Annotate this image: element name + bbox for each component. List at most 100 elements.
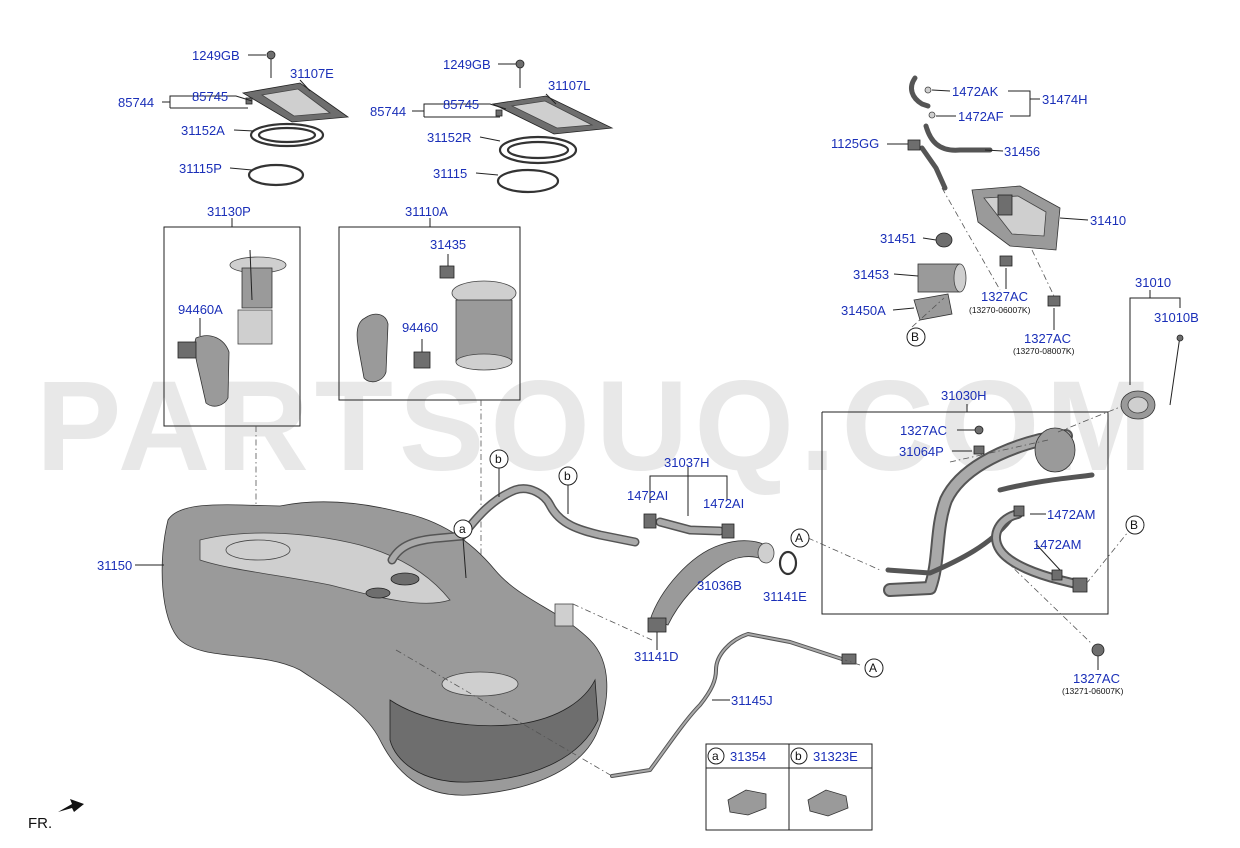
label-31152a[interactable]: 31152A bbox=[181, 123, 225, 138]
pump-box-31110a bbox=[338, 218, 521, 401]
label-31130p[interactable]: 31130P bbox=[207, 204, 251, 219]
filler-neck-head bbox=[1034, 427, 1076, 473]
label-31010b[interactable]: 31010B bbox=[1154, 310, 1199, 325]
label-85745-left[interactable]: 85745 bbox=[192, 89, 228, 104]
label-31010[interactable]: 31010 bbox=[1135, 275, 1171, 290]
valve-31451 bbox=[935, 232, 953, 248]
gasket-31152a bbox=[249, 122, 325, 148]
fuel-cap-31010 bbox=[1120, 290, 1184, 420]
label-1472am-b[interactable]: 1472AM bbox=[1033, 537, 1081, 552]
label-31450a[interactable]: 31450A bbox=[841, 303, 886, 318]
label-31145j[interactable]: 31145J bbox=[731, 693, 773, 708]
cover-assembly-right bbox=[412, 59, 614, 194]
label-85744-right[interactable]: 85744 bbox=[370, 104, 406, 119]
callout-A-2[interactable]: A bbox=[864, 658, 884, 678]
callout-B-2[interactable]: B bbox=[1125, 515, 1145, 535]
label-1249gb-right[interactable]: 1249GB bbox=[443, 57, 491, 72]
label-31141d[interactable]: 31141D bbox=[634, 649, 679, 664]
callout-b-text-2: b bbox=[564, 469, 571, 483]
callout-B-1[interactable]: B bbox=[906, 327, 926, 347]
label-1327ac-a[interactable]: 1327AC bbox=[981, 289, 1028, 304]
filler-hose-31036b bbox=[572, 540, 798, 650]
label-31030h[interactable]: 31030H bbox=[941, 388, 987, 403]
clamp-31141d bbox=[647, 617, 667, 633]
pump-box-31130p bbox=[163, 218, 301, 427]
label-31107e[interactable]: 31107E bbox=[290, 66, 334, 81]
label-85745-right[interactable]: 85745 bbox=[443, 97, 479, 112]
callout-b-2[interactable]: b bbox=[558, 466, 578, 486]
label-85744-left[interactable]: 85744 bbox=[118, 95, 154, 110]
oring-31115p bbox=[247, 163, 305, 187]
callout-A-text: A bbox=[795, 531, 803, 545]
label-31410[interactable]: 31410 bbox=[1090, 213, 1126, 228]
callout-a-1[interactable]: a bbox=[453, 519, 473, 579]
label-1472af[interactable]: 1472AF bbox=[958, 109, 1004, 124]
callout-a-text: a bbox=[459, 522, 466, 536]
label-31115p[interactable]: 31115P bbox=[179, 161, 222, 176]
bracket-31064p bbox=[973, 445, 985, 455]
legend-item-b[interactable]: b 31323E bbox=[790, 747, 858, 817]
hose-31037h bbox=[643, 466, 735, 539]
label-31107l[interactable]: 31107L bbox=[548, 78, 590, 93]
label-31115[interactable]: 31115 bbox=[433, 166, 467, 181]
oring-31115 bbox=[496, 168, 560, 194]
gasket-31152r bbox=[498, 135, 578, 165]
label-1472ak[interactable]: 1472AK bbox=[952, 84, 999, 99]
label-31037h[interactable]: 31037H bbox=[664, 455, 710, 470]
label-31064p[interactable]: 31064P bbox=[899, 444, 944, 459]
legend-item-a[interactable]: a 31354 bbox=[707, 747, 767, 816]
label-1327ac-d[interactable]: 1327AC bbox=[1073, 671, 1120, 686]
clamp-1472ak bbox=[924, 86, 932, 94]
label-31453[interactable]: 31453 bbox=[853, 267, 889, 282]
line-31145j bbox=[395, 632, 857, 778]
filler-neck-box-31030h bbox=[821, 404, 1126, 615]
label-94460a[interactable]: 94460A bbox=[178, 302, 223, 317]
label-1327ac-b-sub: (13270-08007K) bbox=[1013, 346, 1075, 356]
label-31141e[interactable]: 31141E bbox=[763, 589, 807, 604]
label-31110a[interactable]: 31110A bbox=[405, 204, 448, 219]
fuel-tank-31150 bbox=[135, 501, 608, 796]
canister-assembly-31410 bbox=[887, 75, 1089, 330]
label-31474h[interactable]: 31474H bbox=[1042, 92, 1088, 107]
bolt-1249gb-right bbox=[515, 59, 525, 69]
label-31451[interactable]: 31451 bbox=[880, 231, 916, 246]
label-1327ac-b[interactable]: 1327AC bbox=[1024, 331, 1071, 346]
label-31036b[interactable]: 31036B bbox=[697, 578, 742, 593]
label-1472ai-left[interactable]: 1472AI bbox=[627, 488, 668, 503]
label-31456[interactable]: 31456 bbox=[1004, 144, 1040, 159]
legend-part-31354: 31354 bbox=[730, 749, 766, 764]
label-1327ac-a-sub: (13270-06007K) bbox=[969, 305, 1031, 315]
nut-1327ac-d bbox=[1091, 643, 1105, 657]
part-labels: 1249GB 31107E 85744 85745 31152A 31115P … bbox=[97, 48, 1199, 708]
label-31150[interactable]: 31150 bbox=[97, 558, 132, 573]
label-1327ac-c[interactable]: 1327AC bbox=[900, 423, 947, 438]
label-31435[interactable]: 31435 bbox=[430, 237, 466, 252]
front-label: FR. bbox=[28, 815, 52, 832]
label-31152r[interactable]: 31152R bbox=[427, 130, 472, 145]
filter-31453 bbox=[917, 263, 961, 293]
callout-B-text: B bbox=[911, 330, 919, 344]
label-1125gg[interactable]: 1125GG bbox=[831, 136, 879, 151]
clamp-1472am-b bbox=[1051, 569, 1063, 581]
label-1472am-a[interactable]: 1472AM bbox=[1047, 507, 1095, 522]
label-1327ac-d-sub: (13271-06007K) bbox=[1062, 686, 1124, 696]
label-1472ai-right[interactable]: 1472AI bbox=[703, 496, 744, 511]
valve-31435 bbox=[439, 265, 455, 279]
tank-filler-neck bbox=[554, 603, 574, 627]
label-94460[interactable]: 94460 bbox=[402, 320, 438, 335]
clip-31354-image bbox=[727, 789, 767, 816]
nut-1327ac-a bbox=[999, 255, 1013, 267]
bolt-1125gg bbox=[907, 139, 921, 151]
callout-A-1[interactable]: A bbox=[790, 528, 810, 548]
callout-b-1[interactable]: b bbox=[489, 449, 509, 469]
clamp-31141e bbox=[778, 550, 798, 576]
label-1249gb-left[interactable]: 1249GB bbox=[192, 48, 240, 63]
clamp-1472ai-left bbox=[643, 513, 657, 529]
clamp-1472af bbox=[928, 111, 936, 119]
bolt-1327ac-c bbox=[974, 425, 984, 435]
tether-31010b bbox=[1176, 334, 1184, 342]
clip-85745-right bbox=[495, 109, 503, 117]
legend-key-a: a bbox=[712, 749, 719, 763]
callout-b-text: b bbox=[495, 452, 502, 466]
